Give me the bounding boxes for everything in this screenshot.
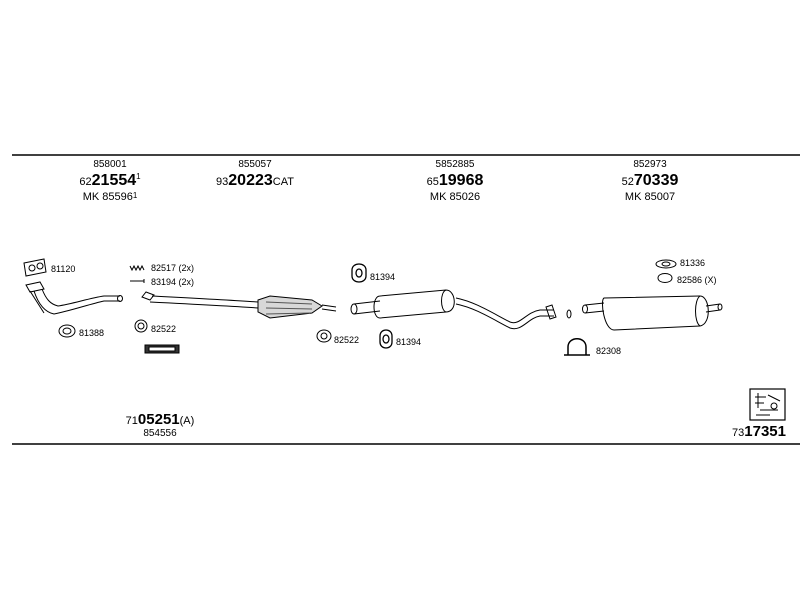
clamp-82522-drawing [134,319,148,333]
footer-right-number: 7317351 [732,423,786,440]
kit-header-2-number: 9320223CAT [216,172,294,189]
kit-header-1: 858001 62215541 MK 855961 [60,160,160,203]
kit-header-4: 852973 5270339 MK 85007 [600,160,700,203]
rubber-block-drawing [144,344,180,354]
part-label-81120: 81120 [51,264,76,274]
bolt-83194-drawing [130,279,145,283]
kit-header-1-ref: 858001 [93,159,127,170]
part-label-81394-a: 81394 [370,272,396,282]
footer-left-ref: 854556 [143,428,177,439]
footer-left-number: 7105251(A) [125,411,195,428]
kit-header-4-number: 5270339 [621,172,679,189]
kit-header-3-number: 6519968 [426,172,484,189]
part-label-82517: 82517 (2x) [151,263,195,273]
clamp-82308-drawing [564,338,590,356]
kit-header-4-mk: MK 85007 [624,191,676,203]
catalytic-converter-drawing [141,291,337,319]
gasket-81120-drawing [23,258,47,277]
kit-header-3-ref: 5852885 [435,159,475,170]
front-pipe-drawing [25,281,123,315]
kit-header-1-mk: MK 855961 [82,191,138,203]
rubber-mount-81394-drawing [351,263,367,283]
footer-left-block: 7105251(A) 854556 [95,412,225,439]
part-label-81388: 81388 [79,328,105,338]
footer-right-block: 7317351 [718,424,800,439]
kit-header-4-ref: 852973 [633,159,667,170]
center-muffler-drawing [350,289,572,330]
kit-header-1-number: 62215541 [79,172,141,189]
clamp-82522b-drawing [316,329,332,343]
spring-82517-drawing [129,264,145,272]
rubber-mount-81394b-drawing [379,329,393,349]
part-label-81336: 81336 [680,258,706,268]
part-label-82522-a: 82522 [151,324,177,334]
rear-muffler-drawing [582,295,723,331]
kit-header-3-mk: MK 85026 [429,191,481,203]
rubber-mount-81336-drawing [655,259,677,269]
part-label-81394-b: 81394 [396,337,422,347]
kit-logo-icon [749,388,786,421]
part-label-82308: 82308 [596,346,622,356]
part-label-82586: 82586 (X) [677,275,717,285]
part-label-82522-b: 82522 [334,335,360,345]
kit-header-2: 855057 9320223CAT [200,160,310,189]
ring-81388-drawing [58,324,76,338]
kit-header-3: 5852885 6519968 MK 85026 [405,160,505,203]
clamp-82586-drawing [657,273,673,283]
part-label-83194: 83194 (2x) [151,277,195,287]
kit-header-2-ref: 855057 [238,159,272,170]
